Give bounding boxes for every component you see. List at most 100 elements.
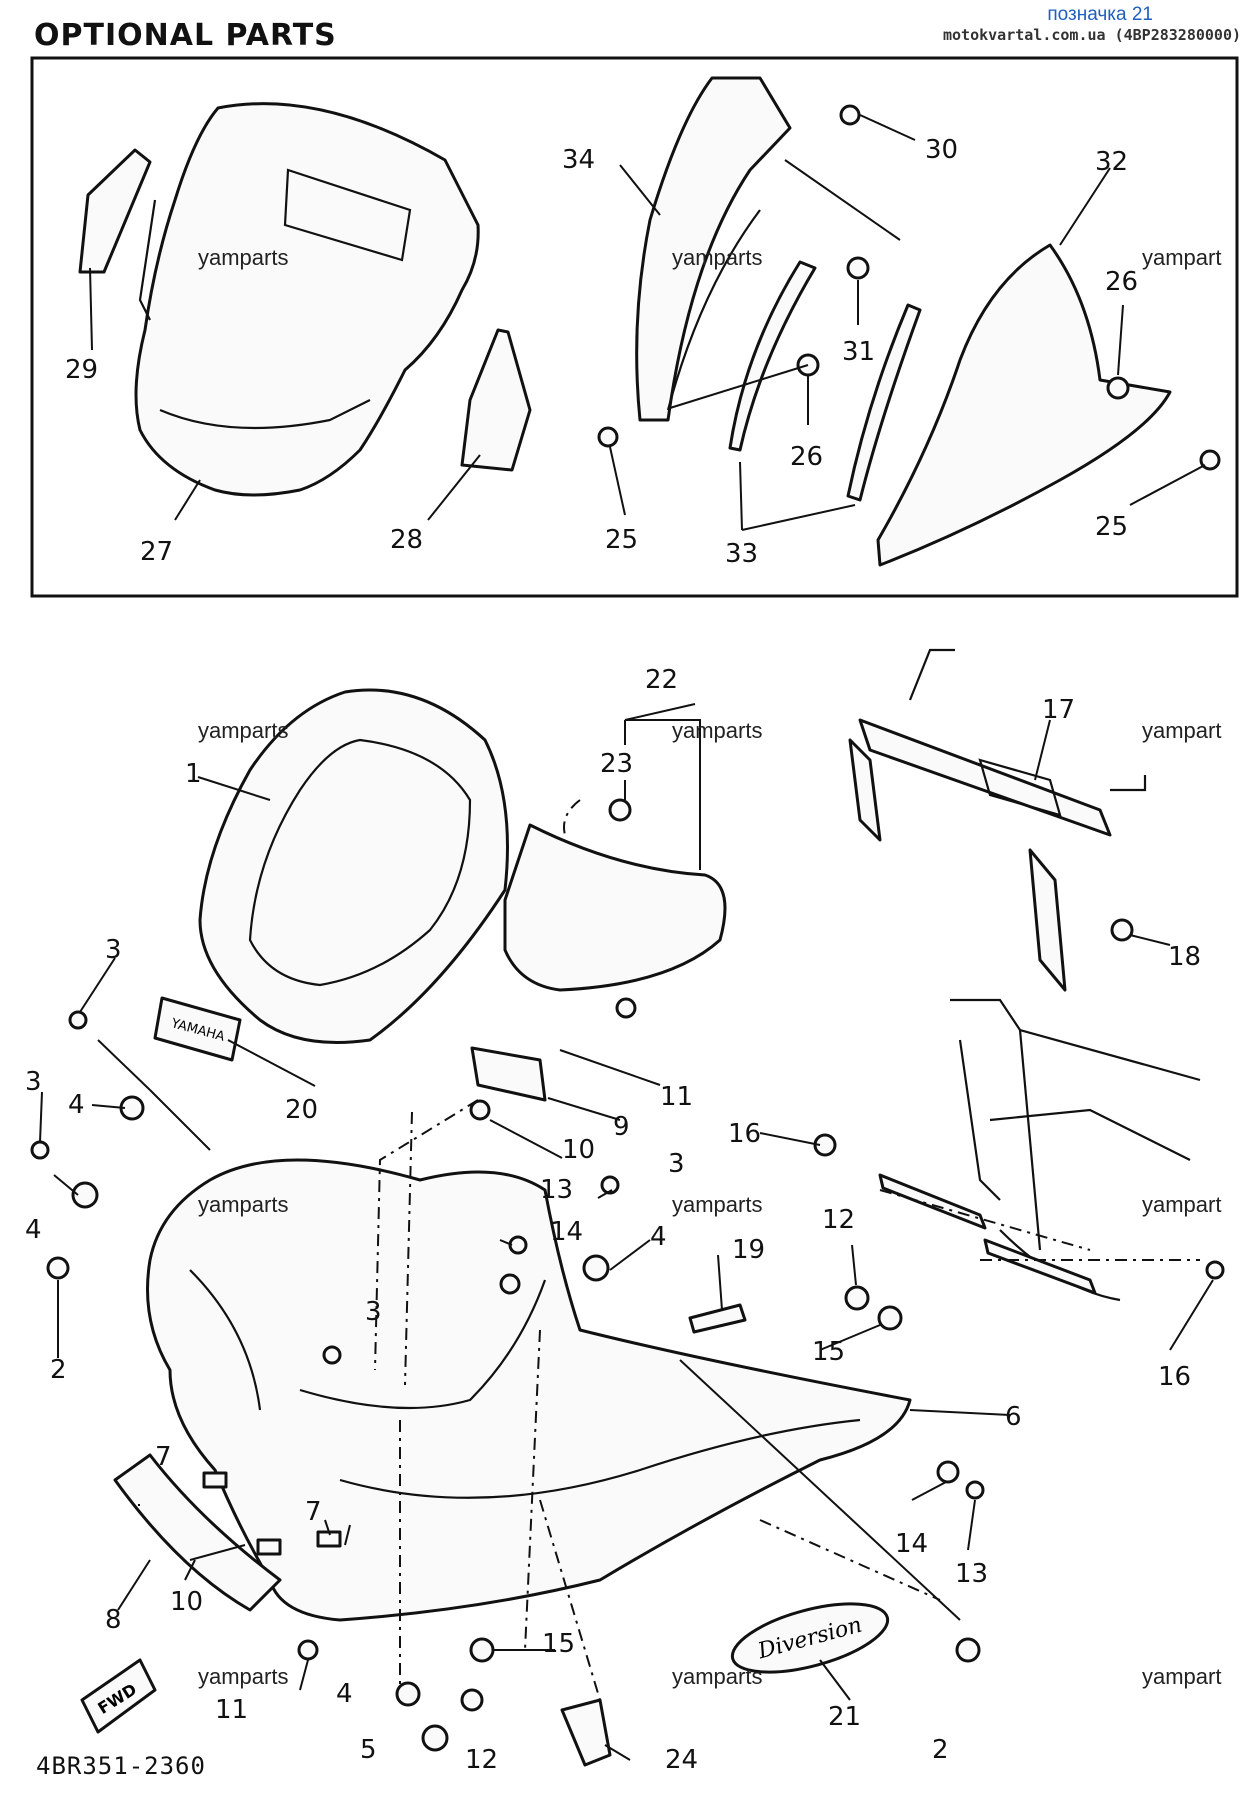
bolt-25-a [597, 426, 619, 448]
part-22-inner-panel [503, 823, 727, 992]
reference-link[interactable]: позначка 21 [1047, 4, 1153, 25]
callout-26-right: 26 [1105, 267, 1138, 297]
callout-3-c: 3 [668, 1149, 685, 1179]
callout-29: 29 [65, 355, 98, 385]
svg-text:yamparts: yamparts [672, 718, 762, 743]
callout-17: 17 [1042, 695, 1075, 725]
part-6-cowling [146, 1158, 912, 1622]
callout-22: 22 [645, 665, 678, 695]
part-1-windscreen [198, 688, 509, 1044]
site-label: motokvartal.com.ua (4BP283280000) [942, 26, 1241, 44]
callout-32: 32 [1095, 147, 1128, 177]
svg-text:yampart: yampart [1142, 718, 1221, 743]
callout-3-d: 3 [365, 1297, 382, 1327]
callout-10-a: 10 [562, 1135, 595, 1165]
callout-23: 23 [600, 749, 633, 779]
callout-18: 18 [1168, 942, 1201, 972]
part-24-bracket [560, 1698, 612, 1767]
callout-3-a: 3 [105, 935, 122, 965]
assembly-lines [374, 1099, 1200, 1701]
callout-20: 20 [285, 1095, 318, 1125]
nut-31 [846, 256, 870, 280]
part-19-reflector [688, 1303, 747, 1334]
callout-8: 8 [105, 1605, 122, 1635]
part-28-bracket [460, 328, 532, 472]
fwd-indicator: FWD [80, 1658, 157, 1734]
callout-11-b: 11 [215, 1695, 248, 1725]
callout-27: 27 [140, 537, 173, 567]
callout-33: 33 [725, 539, 758, 569]
frame-section [950, 998, 1201, 1302]
callout-10-b: 10 [170, 1587, 203, 1617]
callout-15-a: 15 [812, 1337, 845, 1367]
bolt-25-b [1199, 449, 1221, 471]
callout-19: 19 [732, 1235, 765, 1265]
svg-text:yamparts: yamparts [672, 1192, 762, 1217]
svg-text:yamparts: yamparts [198, 1192, 288, 1217]
callout-15-b: 15 [542, 1629, 575, 1659]
callout-11-a: 11 [660, 1082, 693, 1112]
leaders-optional [89, 114, 1206, 531]
bolt-30 [839, 104, 861, 126]
leaders-main [39, 703, 1214, 1761]
nut-26-b [1106, 376, 1130, 400]
callout-7-a: 7 [155, 1442, 172, 1472]
watermarks: yamparts yamparts yampart yamparts yampa… [198, 245, 1221, 1689]
svg-text:yampart: yampart [1142, 1192, 1221, 1217]
part-34-panel [635, 76, 792, 422]
part-33-strip-b [846, 303, 922, 502]
callout-25-left: 25 [605, 525, 638, 555]
callout-26-left: 26 [790, 442, 823, 472]
part-17-stay [848, 648, 1147, 992]
callout-2-b: 2 [932, 1735, 949, 1765]
part-33-strip-a [728, 260, 817, 452]
callout-24: 24 [665, 1745, 698, 1775]
callout-1: 1 [185, 759, 202, 789]
callout-4-b: 4 [25, 1215, 42, 1245]
callout-13-a: 13 [540, 1175, 573, 1205]
svg-text:yampart: yampart [1142, 245, 1221, 270]
part-34-edge [666, 209, 761, 411]
callout-12-a: 12 [822, 1205, 855, 1235]
svg-text:yamparts: yamparts [198, 245, 288, 270]
part-29-bracket [78, 148, 152, 274]
part-9-bracket [470, 1046, 547, 1102]
part-21-badge: Diversion [730, 1602, 890, 1674]
callouts: 29 27 28 34 30 32 26 31 26 25 33 25 22 2… [25, 135, 1201, 1775]
callout-16-a: 16 [728, 1119, 761, 1149]
fasteners-main [30, 798, 1225, 1752]
callout-14-a: 14 [550, 1217, 583, 1247]
part-27-windscreen [134, 102, 480, 497]
nut-18 [1110, 918, 1134, 942]
callout-4-a: 4 [68, 1090, 85, 1120]
callout-2-a: 2 [50, 1355, 67, 1385]
callout-3-b: 3 [25, 1067, 42, 1097]
callout-30: 30 [925, 135, 958, 165]
callout-7-b: 7 [305, 1497, 322, 1527]
svg-text:yamparts: yamparts [198, 1664, 288, 1689]
page-title: OPTIONAL PARTS [34, 18, 337, 53]
callout-4-c: 4 [650, 1222, 667, 1252]
callout-12-b: 12 [465, 1745, 498, 1775]
callout-16-b: 16 [1158, 1362, 1191, 1392]
svg-text:yamparts: yamparts [198, 718, 288, 743]
callout-28: 28 [390, 525, 423, 555]
callout-25-right: 25 [1095, 512, 1128, 542]
catalog-code: 4BR351-2360 [36, 1752, 206, 1780]
part-8-side-panel [113, 1453, 282, 1612]
svg-text:yamparts: yamparts [672, 1664, 762, 1689]
callout-31: 31 [842, 337, 875, 367]
part-16-strip-b [983, 1238, 1097, 1295]
svg-text:yamparts: yamparts [672, 245, 762, 270]
callout-14-b: 14 [895, 1529, 928, 1559]
part-32-panel [876, 243, 1172, 567]
callout-4-d: 4 [336, 1679, 353, 1709]
callout-9: 9 [613, 1112, 630, 1142]
callout-34: 34 [562, 145, 595, 175]
optional-parts-frame [30, 56, 1239, 598]
part-16-strip-a [878, 1173, 987, 1230]
callout-6: 6 [1005, 1402, 1022, 1432]
callout-5: 5 [360, 1735, 377, 1765]
